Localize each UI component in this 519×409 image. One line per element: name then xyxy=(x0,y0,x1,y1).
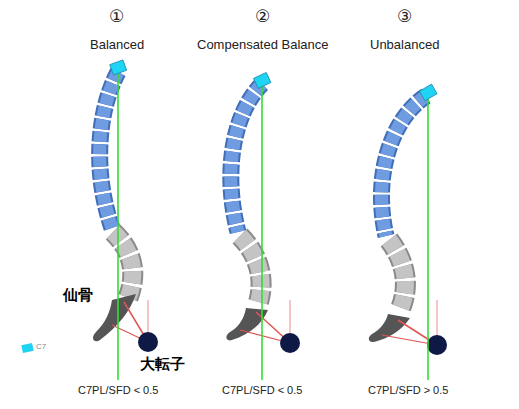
column-heading: Unbalanced xyxy=(370,37,439,52)
callout-number: ② xyxy=(255,6,270,27)
spine-compensated xyxy=(226,73,300,380)
column-heading: Compensated Balance xyxy=(197,37,329,52)
part-label: 大転子 xyxy=(140,355,185,374)
callout-number: ① xyxy=(109,6,124,27)
spine-unbalanced xyxy=(369,84,447,380)
ratio-label: C7PL/SFD < 0.5 xyxy=(222,384,302,396)
legend-swatch xyxy=(21,343,33,353)
part-label: 仙骨 xyxy=(63,286,93,305)
legend-text: C7 xyxy=(36,342,46,351)
callout-number: ③ xyxy=(397,6,412,27)
spine-balanced xyxy=(93,60,158,380)
column-heading: Balanced xyxy=(90,37,144,52)
ratio-label: C7PL/SFD > 0.5 xyxy=(368,384,448,396)
ratio-label: C7PL/SFD < 0.5 xyxy=(78,384,158,396)
